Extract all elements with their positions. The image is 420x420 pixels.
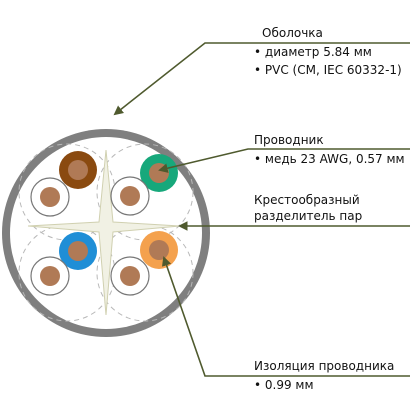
jacket-pointer-line — [113, 42, 410, 116]
jacket-material: • PVC (CM, IEC 60332-1) — [254, 63, 402, 77]
conductor-pointer-line — [158, 148, 410, 173]
conductor-title: Проводник — [254, 133, 324, 147]
insulation-pointer-line — [161, 256, 410, 377]
jacket-title: Оболочка — [262, 26, 323, 40]
conductor-white-blue — [30, 256, 70, 296]
jacket-diameter: • диаметр 5.84 мм — [254, 45, 372, 59]
conductor-blue — [59, 232, 97, 270]
insulation-spec: • 0.99 мм — [254, 378, 314, 392]
cross-separator — [27, 149, 181, 316]
conductor-white-green — [110, 176, 150, 216]
conductor-orange — [140, 231, 178, 269]
separator-title-line-1: Крестообразный — [254, 193, 360, 207]
conductor-spec: • медь 23 AWG, 0.57 мм — [254, 152, 405, 166]
conductor-brown — [59, 151, 97, 189]
separator-title-line-2: разделитель пар — [254, 209, 362, 223]
conductor-white-brown — [30, 177, 70, 217]
insulation-title: Изоляция проводника — [254, 359, 394, 373]
conductor-white-orange — [110, 256, 150, 296]
